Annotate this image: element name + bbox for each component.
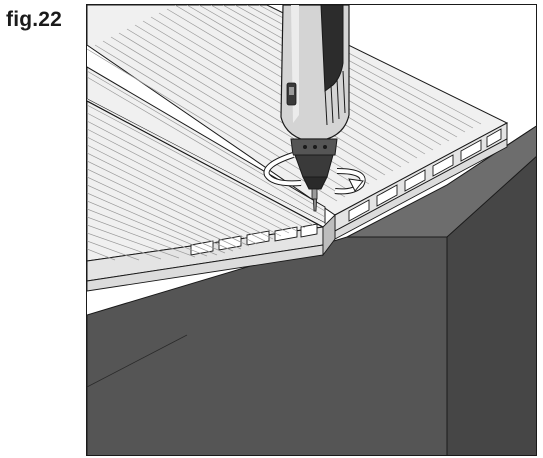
board-gap	[322, 213, 336, 257]
drill-grip-ribs	[324, 70, 346, 126]
joist-top-face	[346, 125, 536, 238]
cordless-drill	[280, 5, 350, 200]
deck-board-illustration	[87, 5, 536, 455]
figure-label: fig.22	[6, 8, 63, 31]
rotation-arrow-icon	[263, 152, 366, 195]
illustration-frame	[86, 4, 537, 456]
deck-board-left	[87, 66, 326, 292]
deck-board-right-slots	[348, 128, 502, 222]
joist-block	[87, 125, 536, 455]
drill-dark-panel	[320, 5, 344, 92]
drill-bit	[311, 188, 318, 200]
